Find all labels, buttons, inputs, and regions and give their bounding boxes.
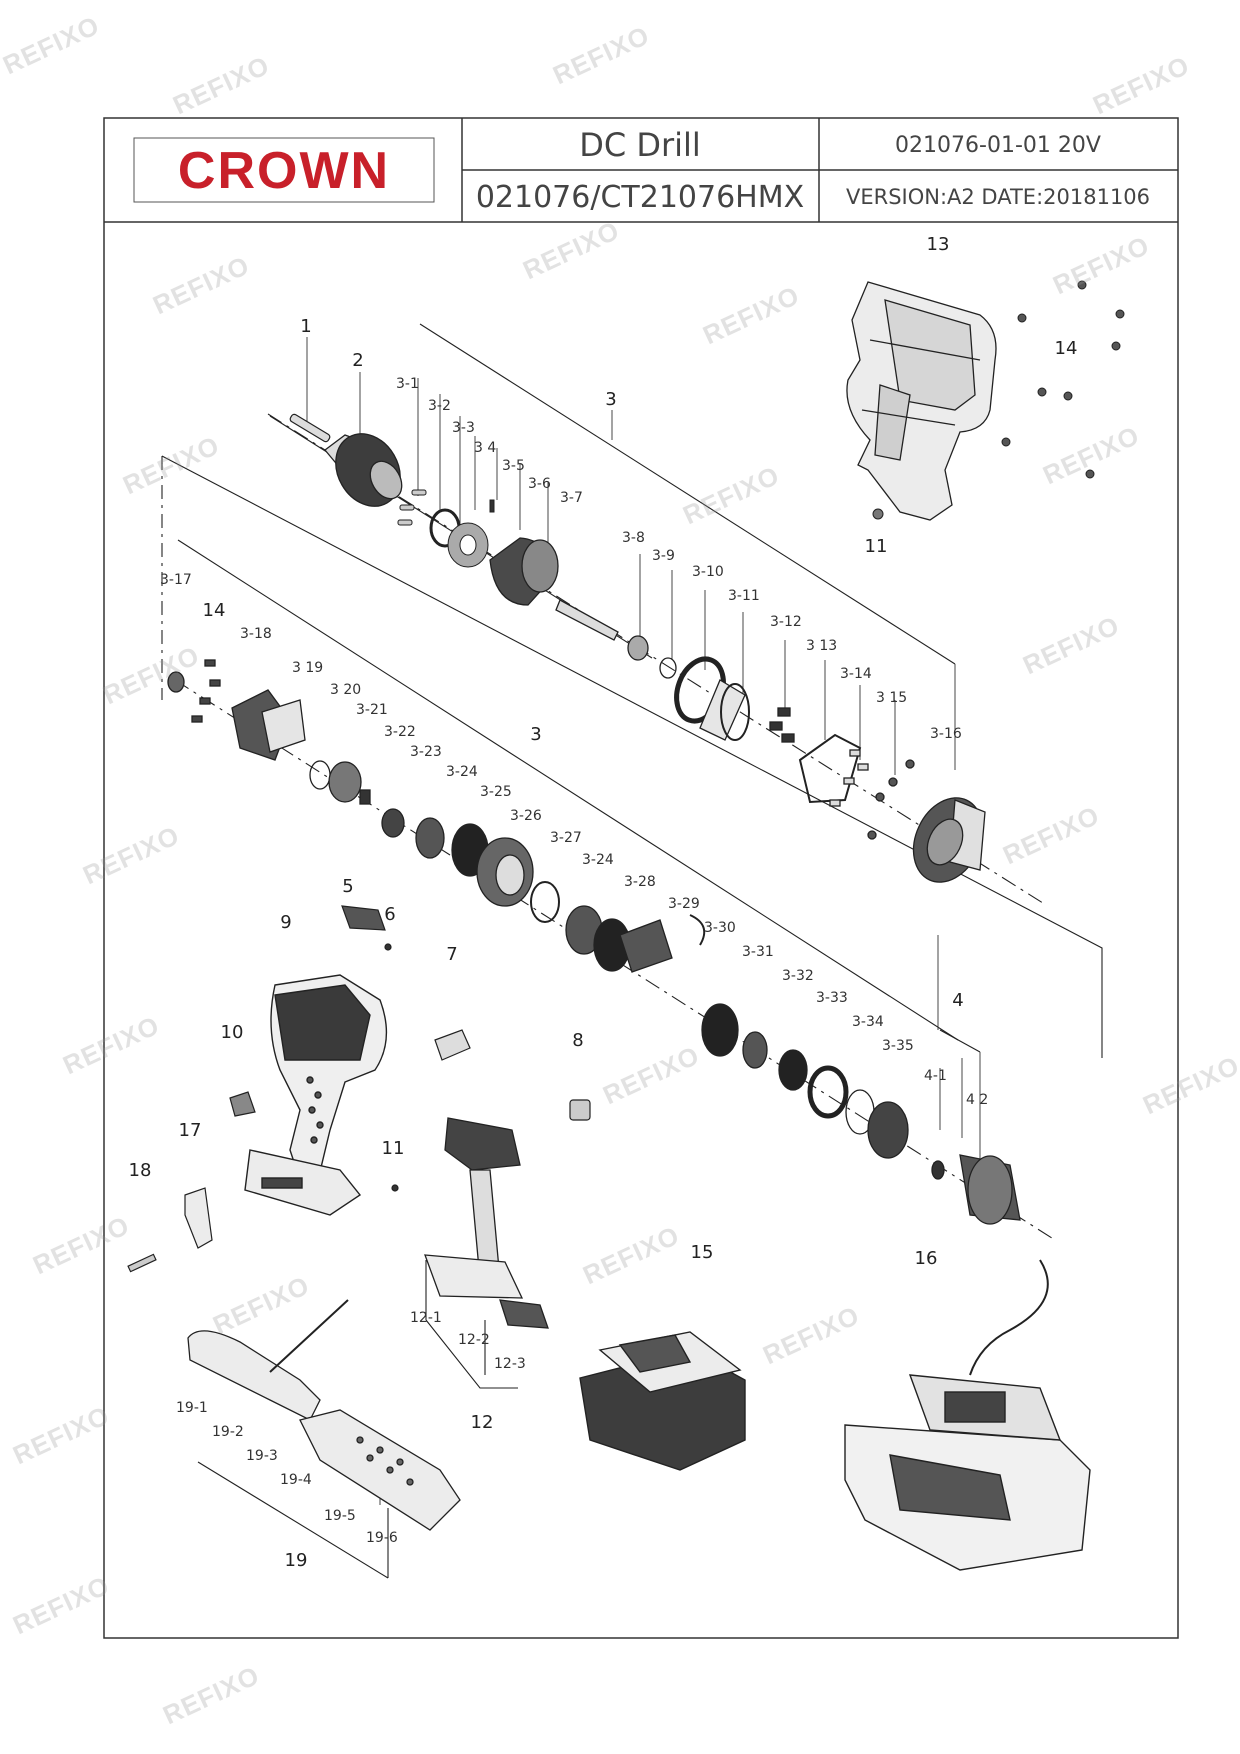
callout-3-21: 3-21	[356, 702, 388, 718]
callout-16: 16	[915, 1248, 938, 1269]
callout-3-2: 3-2	[428, 398, 451, 414]
callout-7: 7	[446, 944, 457, 965]
callout-8: 8	[572, 1030, 583, 1051]
callout-15: 15	[691, 1242, 714, 1263]
sheet-border	[103, 117, 1179, 1639]
callout-14-upper: 14	[1055, 338, 1078, 359]
callout-3-9: 3-9	[652, 548, 675, 564]
callout-3-15: 3 15	[876, 690, 907, 706]
clutch-rings	[674, 656, 915, 840]
nut-part11	[872, 508, 884, 520]
model-number: 021076/CT21076HMX	[476, 180, 804, 215]
callout-3-35: 3-35	[882, 1038, 914, 1054]
callout-19-6: 19-6	[366, 1530, 398, 1546]
callout-3-32: 3-32	[782, 968, 814, 984]
spindle-housing-part3-6	[489, 537, 677, 679]
callout-12-1: 12-1	[410, 1310, 442, 1326]
callout-13: 13	[927, 234, 950, 255]
leader-lines	[306, 337, 981, 1505]
small-hardware	[397, 489, 495, 568]
callout-3-4: 3 4	[474, 440, 496, 456]
keyless-chuck-part2	[324, 433, 403, 507]
callout-19-2: 19-2	[212, 1424, 244, 1440]
callout-3-31: 3-31	[742, 944, 774, 960]
callout-12-2: 12-2	[458, 1332, 490, 1348]
callout-19-1: 19-1	[176, 1400, 208, 1416]
callout-3-25: 3-25	[480, 784, 512, 800]
callout-3-3: 3-3	[452, 420, 475, 436]
callout-3-10: 3-10	[692, 564, 724, 580]
callout-3-17: 3-17	[160, 572, 192, 588]
callout-3-11: 3-11	[728, 588, 760, 604]
callout-3-1: 3-1	[396, 376, 419, 392]
callout-3-5: 3-5	[502, 458, 525, 474]
callout-3-8: 3-8	[622, 530, 645, 546]
callout-1: 1	[300, 316, 311, 337]
callout-11-lower: 11	[382, 1138, 405, 1159]
callout-3-13: 3 13	[806, 638, 837, 654]
callout-3-29: 3-29	[668, 896, 700, 912]
chuck-screw-part1	[289, 413, 331, 443]
charger-part16	[844, 1259, 1091, 1571]
callout-6: 6	[384, 904, 395, 925]
sub-callout-labels: 3-1 3-2 3-3 3 4 3-5 3-6 3-7 3-8 3-9 3-10…	[160, 376, 988, 1546]
callout-3-14: 3-14	[840, 666, 872, 682]
callout-3-24a: 3-24	[446, 764, 478, 780]
callout-3-upper: 3	[605, 389, 616, 410]
callout-19-5: 19-5	[324, 1508, 356, 1524]
callout-4-2: 4 2	[966, 1092, 988, 1108]
gearbox-housing-part3-16	[912, 797, 986, 883]
callout-3-18: 3-18	[240, 626, 272, 642]
crown-logo: CROWN	[133, 137, 435, 203]
assembly-guide-lines	[161, 323, 1103, 1579]
product-title: DC Drill	[579, 126, 701, 164]
version-date: VERSION:A2 DATE:20181106	[846, 185, 1150, 209]
callout-3-6: 3-6	[528, 476, 551, 492]
screws-part14	[1001, 280, 1125, 479]
callout-3-28: 3-28	[624, 874, 656, 890]
tool-housing-part9	[244, 974, 388, 1216]
callout-3-26: 3-26	[510, 808, 542, 824]
callout-19-4: 19-4	[280, 1472, 312, 1488]
callout-18: 18	[129, 1160, 152, 1181]
callout-3-27: 3-27	[550, 830, 582, 846]
callout-3-16: 3-16	[930, 726, 962, 742]
housing-half-part13	[846, 281, 997, 521]
callout-10: 10	[221, 1022, 244, 1043]
callout-4: 4	[952, 990, 963, 1011]
callout-11-upper: 11	[865, 536, 888, 557]
callout-19: 19	[285, 1550, 308, 1571]
motor-part4	[931, 1154, 1021, 1225]
callout-5: 5	[342, 876, 353, 897]
callout-17: 17	[179, 1120, 202, 1141]
callout-2: 2	[352, 350, 363, 371]
callout-19-3: 19-3	[246, 1448, 278, 1464]
callout-4-1: 4-1	[924, 1068, 947, 1084]
callout-12-3: 12-3	[494, 1356, 526, 1372]
callout-3-22: 3-22	[384, 724, 416, 740]
callout-3-34: 3-34	[852, 1014, 884, 1030]
callout-9: 9	[280, 912, 291, 933]
switch-part12	[424, 1117, 549, 1329]
callout-labels: 1 2 3 3 4 5 6 7 8 9 10 11 11 12 13 14 14…	[129, 234, 1078, 1571]
gearbox-lower-parts	[167, 659, 909, 1159]
callout-3-23: 3-23	[410, 744, 442, 760]
callout-14-lower: 14	[203, 600, 226, 621]
battery-pack-part15	[579, 1331, 746, 1471]
callout-3-30: 3-30	[704, 920, 736, 936]
callout-3-lower: 3	[530, 724, 541, 745]
callout-3-19: 3 19	[292, 660, 323, 676]
brand-logo-text: CROWN	[178, 142, 390, 200]
callout-3-20: 3 20	[330, 682, 361, 698]
callout-3-33: 3-33	[816, 990, 848, 1006]
drawing-number: 021076-01-01 20V	[895, 133, 1101, 158]
callout-3-12: 3-12	[770, 614, 802, 630]
side-handle-part19	[187, 1299, 461, 1531]
callout-3-7: 3-7	[560, 490, 583, 506]
callout-3-24b: 3-24	[582, 852, 614, 868]
callout-12: 12	[471, 1412, 494, 1433]
misc-small-parts	[127, 905, 591, 1273]
